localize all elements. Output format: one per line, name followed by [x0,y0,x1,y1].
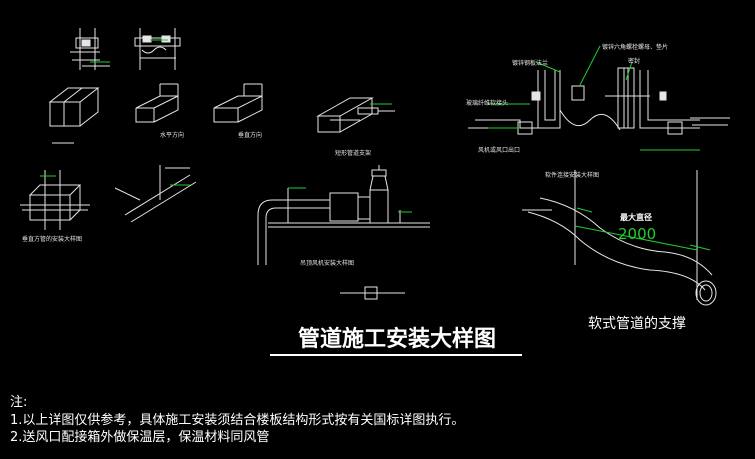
duct-iso-1 [48,87,100,144]
note-line-2: 2.送风口配接箱外做保温层，保温材料同风管 [10,430,270,445]
leader-label-2: 镀锌六角螺栓螺母、垫片 [602,44,669,51]
caption-vertical-duct-install: 垂直方管的安装大样图 [22,236,83,243]
note-line-1: 1.以上详图仅供参考，具体施工安装须结合楼板结构形式按有关国标详图执行。 [10,412,465,428]
leader-label-1: 镀锌钢板法兰 [512,60,549,67]
soft-pipe-support [522,170,717,306]
caption-fan-install: 吊顶风机安装大样图 [300,260,355,267]
notes-heading: 注: [10,395,28,410]
duct-iso-2 [135,83,179,123]
max-spacing-label: 最大直径 [620,213,652,222]
duct-iso-3 [213,83,263,123]
dimension-value: 2000 [618,225,657,243]
soft-connection-detail [468,67,730,135]
leader-label-3: 密封 [628,58,641,65]
hanger-detail-1 [70,28,110,70]
fan-install [257,165,430,300]
page-title: 管道施工安装大样图 [298,326,497,352]
vertical-duct-install [20,170,90,230]
leader-label-4: 玻璃纤维软接头 [466,100,509,107]
caption-horizontal-duct: 水平方向 [160,132,185,139]
leader-label-5: 风机或风口出口 [478,147,521,154]
caption-bracket-detail: 短形管道支架 [335,150,372,157]
duct-bracket-iso [316,97,395,133]
caption-soft-connect-install: 软件连接安装大样图 [545,172,600,179]
notes-block: 注: 1.以上详图仅供参考，具体施工安装须结合楼板结构形式按有关国标详图执行。 … [10,394,464,447]
green-leaders [40,39,711,251]
caption-vertical-duct: 垂直方向 [238,132,263,139]
soft-pipe-title: 软式管道的支撑 [588,316,686,332]
hanger-detail-2 [134,28,181,70]
diagonal-pipe-hanger [114,165,197,223]
